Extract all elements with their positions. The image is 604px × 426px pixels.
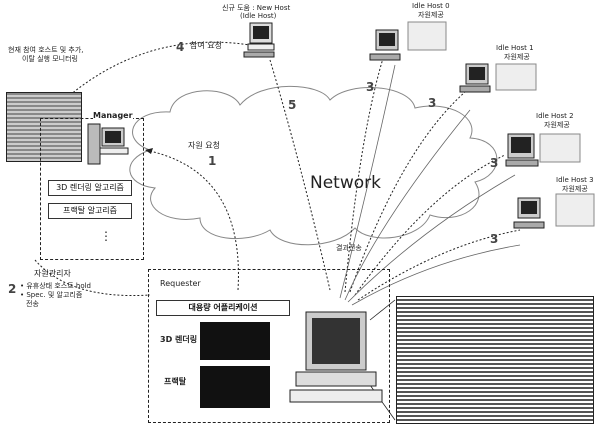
step-number-2: 2 [8,282,17,296]
resource-request-label: 자원 요청 [188,141,220,150]
link-step4 [69,41,251,96]
idle-host-1-role: 자원제공 [504,53,530,61]
step-number-3-host3: 3 [490,232,499,246]
manager-caption-2: 이탈 실행 모니터링 [22,55,78,63]
idle-host-3-name: Idle Host 3 [556,176,594,184]
requester-box [148,269,390,423]
manager-caption-1: 현재 참여 호스트 및 추가, [8,46,84,54]
link-host1 [349,91,466,293]
step-number-3-host0: 3 [366,80,375,94]
idle-host-2-role: 자원제공 [544,121,570,129]
rendering-3d-preview [200,322,270,360]
idle-host-2-name: Idle Host 2 [536,112,574,120]
link-step5 [269,59,331,291]
step-number-4: 4 [176,40,185,54]
more-algorithms-dots: ⋮ [100,229,112,243]
algo-fractal: 프랙탈 알고리즘 [48,203,132,219]
resource-manager-title: 자원관리자 [34,269,71,278]
output-screen [396,296,594,424]
link-host3 [357,229,521,301]
manager-label: Manager [93,111,133,120]
step-number-3-host1: 3 [428,96,437,110]
idle-host-0-name: Idle Host 0 [412,2,450,10]
step-number-5: 5 [288,98,297,112]
result-transfer-label: 결과전송 [336,244,362,252]
large-application-box: 대용량 어플리케이션 [156,300,290,316]
requester-label: Requester [160,279,201,288]
resource-manager-line3: 전송 [26,300,39,308]
new-host-title: 신규 도움 : New Host [222,4,291,12]
fractal-preview [200,366,270,408]
manager-box [40,118,144,260]
idle-host-3-role: 자원제공 [562,185,588,193]
step-number-3-host2: 3 [490,156,499,170]
idle-host-0-role: 자원제공 [418,11,444,19]
result-line-3 [351,244,521,306]
network-label: Network [310,173,381,193]
fractal-label: 프랙탈 [164,377,187,386]
rendering-3d-label: 3D 렌더링 [160,335,198,344]
result-line-4 [339,64,396,299]
new-host-subtitle: (Idle Host) [240,12,277,20]
join-request-label: 참여 요청 [190,41,222,50]
monitoring-screen [6,92,82,162]
step-number-1: 1 [208,154,217,168]
idle-host-1-name: Idle Host 1 [496,44,534,52]
result-line-2 [347,174,516,303]
resource-manager-line1: • 유휴상태 호스트 hold [20,282,91,290]
algo-3d-rendering: 3D 렌더링 알고리즘 [48,180,132,196]
resource-manager-line2: • Spec. 및 알고리즘 [20,291,83,299]
network-cloud [129,85,498,246]
result-line-1 [344,109,471,301]
